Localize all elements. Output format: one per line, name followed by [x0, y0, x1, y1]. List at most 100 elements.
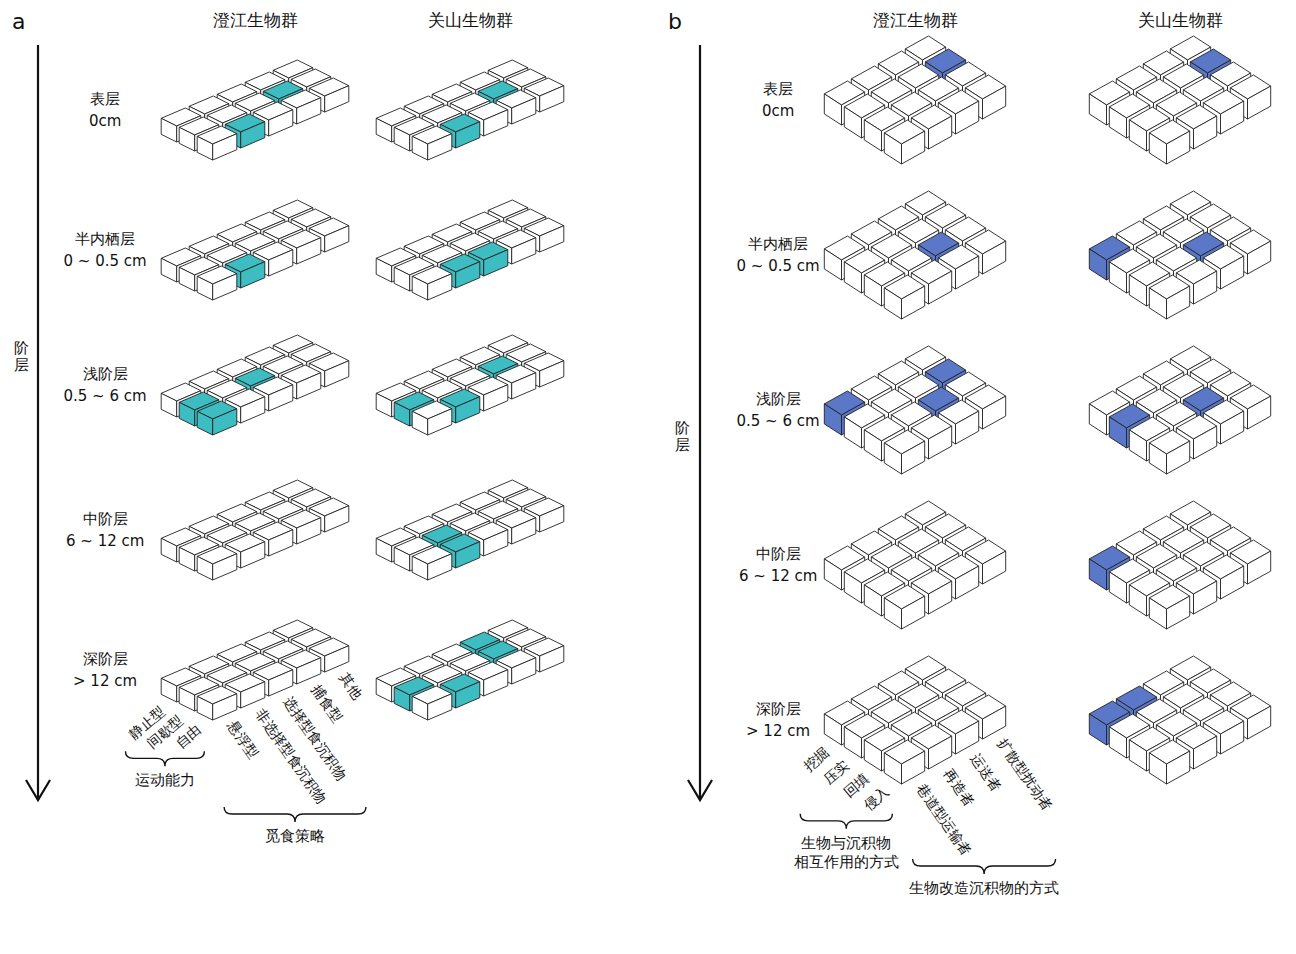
cube-side: [844, 572, 861, 603]
tier-depth: 6 ~ 12 cm: [739, 567, 817, 585]
cube-side: [376, 393, 392, 417]
cube-side: [412, 276, 428, 300]
cube-side: [297, 518, 321, 544]
cube-side: [956, 101, 979, 134]
cube-grid: [1089, 656, 1270, 784]
cube-grid: [824, 191, 1005, 319]
axis-arrow: [688, 45, 712, 800]
cube-side: [1248, 551, 1271, 584]
cube-side: [179, 687, 195, 711]
cube-side: [983, 241, 1006, 274]
cube-side: [179, 127, 195, 151]
tier-depth: 0cm: [762, 102, 794, 120]
cube-grid: [1089, 501, 1270, 629]
cube-side: [1248, 396, 1271, 429]
cube-grid: [161, 200, 349, 300]
cube-grid: [1089, 191, 1270, 319]
cube-side: [1167, 131, 1190, 164]
cube-side: [428, 694, 452, 720]
column-heading: 澄江生物群: [213, 10, 298, 30]
cube-side: [540, 646, 564, 672]
cube: [412, 126, 452, 160]
cube-side: [956, 721, 979, 754]
cube-grid: [824, 501, 1005, 629]
cube-side: [1194, 116, 1217, 149]
cube-side: [394, 547, 410, 571]
cube-side: [1109, 417, 1126, 448]
cube-side: [213, 554, 237, 580]
cube-side: [956, 566, 979, 599]
axis-category: 悬浮型: [224, 718, 262, 762]
cube: [197, 126, 237, 160]
highlighted-cube: [197, 401, 237, 435]
cube-side: [1109, 727, 1126, 758]
tier-depth: > 12 cm: [73, 672, 137, 690]
tier-name: 深阶层: [83, 650, 128, 668]
cube-side: [884, 753, 901, 784]
cube-side: [456, 262, 480, 288]
cube: [884, 120, 924, 164]
cube-side: [269, 385, 293, 411]
cube-side: [213, 274, 237, 300]
cube-side: [1221, 256, 1244, 289]
axis-category: 再造者: [940, 766, 978, 810]
brace: [913, 859, 1056, 874]
cube-side: [983, 396, 1006, 429]
cube-grid: [161, 335, 349, 435]
cube-side: [824, 714, 841, 745]
axis-title: 阶层: [675, 420, 690, 453]
cube-side: [269, 670, 293, 696]
tier-name: 中阶层: [756, 545, 801, 563]
cube-side: [1149, 753, 1166, 784]
cube-side: [884, 598, 901, 629]
cube-side: [884, 288, 901, 319]
cube-side: [1221, 721, 1244, 754]
cube-side: [1089, 559, 1106, 590]
tier-depth: 0 ~ 0.5 cm: [737, 257, 820, 275]
cube-grid: [824, 36, 1005, 164]
panel-letter: b: [668, 9, 682, 35]
cube-side: [902, 751, 925, 784]
cube-side: [983, 706, 1006, 739]
cube-side: [864, 275, 881, 306]
cube-side: [197, 696, 213, 720]
group-label: 觅食策略: [265, 827, 325, 845]
cube-side: [1194, 736, 1217, 769]
cube-side: [484, 670, 508, 696]
cube-side: [213, 694, 237, 720]
cube-side: [1089, 404, 1106, 435]
cube-side: [394, 687, 410, 711]
cube-side: [376, 258, 392, 282]
cube-side: [1167, 286, 1190, 319]
tier-name: 表层: [763, 80, 793, 98]
cube-grid: [376, 200, 564, 300]
cube-side: [428, 134, 452, 160]
cube-side: [1167, 441, 1190, 474]
axis-arrow: [26, 45, 50, 800]
cube-side: [864, 120, 881, 151]
cube-side: [1129, 585, 1146, 616]
cube-side: [197, 276, 213, 300]
cube-side: [428, 554, 452, 580]
axis-line: [699, 45, 701, 800]
cube-side: [1167, 596, 1190, 629]
cube-side: [179, 402, 195, 426]
tier-name: 中阶层: [83, 510, 128, 528]
cube: [412, 401, 452, 435]
cube-side: [512, 238, 536, 264]
cube: [884, 585, 924, 629]
cube: [1149, 740, 1189, 784]
cube-side: [241, 122, 265, 148]
cube: [884, 740, 924, 784]
cube-side: [824, 249, 841, 280]
cube-side: [864, 430, 881, 461]
cube-side: [325, 506, 349, 532]
cube-side: [1129, 275, 1146, 306]
cube-side: [1221, 101, 1244, 134]
cube-side: [864, 740, 881, 771]
cube-grid: [1089, 346, 1270, 474]
cube: [412, 546, 452, 580]
cube-side: [484, 250, 508, 276]
axis-category: 扩散型扰动者: [994, 736, 1056, 814]
cube-grid: [824, 346, 1005, 474]
